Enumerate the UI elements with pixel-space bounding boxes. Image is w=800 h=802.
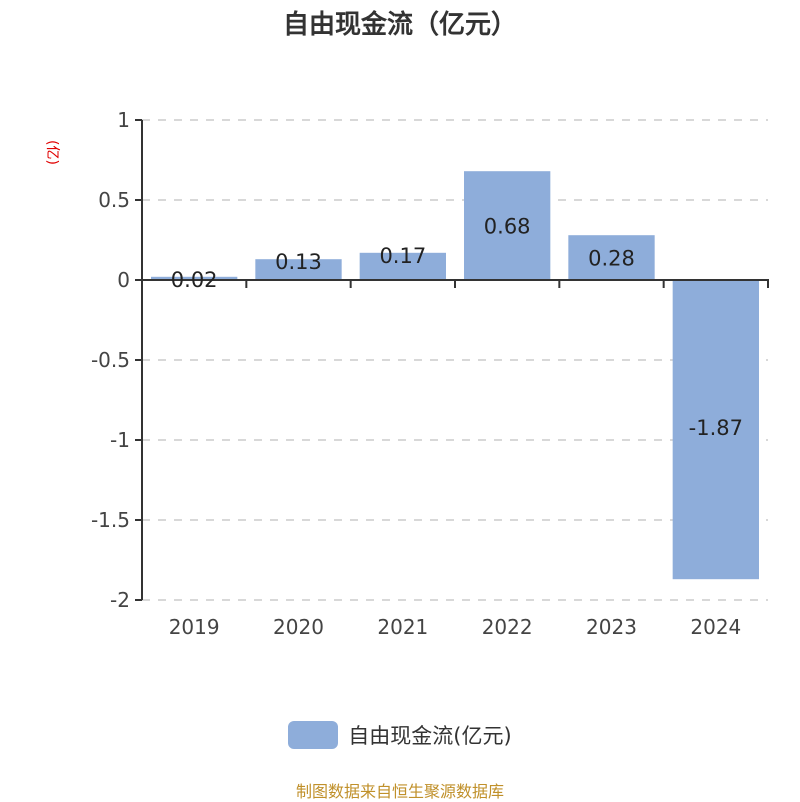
y-tick-label: 0.5 — [98, 188, 130, 212]
x-tick-label: 2020 — [273, 615, 324, 639]
legend[interactable]: 自由现金流(亿元) — [0, 720, 800, 750]
bar-2020 — [255, 259, 342, 280]
bar-2023 — [568, 235, 655, 280]
bar-2019 — [151, 276, 238, 280]
x-tick-label: 2022 — [482, 615, 533, 639]
x-tick-label: 2021 — [377, 615, 428, 639]
y-tick-label: -2 — [110, 588, 130, 612]
x-tick-label: 2023 — [586, 615, 637, 639]
chart-title: 自由现金流（亿元） — [282, 10, 517, 40]
x-tick-label: 2019 — [169, 615, 220, 639]
y-tick-label: -1 — [110, 428, 130, 452]
legend-swatch — [288, 721, 339, 749]
data-labels: 0.02 0.13 0.17 0.68 0.28 -1.87 — [171, 215, 743, 440]
y-tick-label: 1 — [117, 108, 130, 132]
y-tick-label: -1.5 — [91, 508, 130, 532]
bar-2024 — [672, 280, 759, 580]
y-tick-label: 0 — [117, 268, 130, 292]
data-label: 0.28 — [588, 247, 635, 271]
data-label: 0.17 — [379, 244, 426, 268]
bars — [151, 171, 759, 580]
bar-2021 — [359, 252, 446, 280]
data-label: 0.02 — [171, 268, 218, 292]
data-label: 0.13 — [275, 250, 322, 274]
y-tick-label: -0.5 — [91, 348, 130, 372]
legend-label: 自由现金流(亿元) — [348, 724, 512, 748]
bar-2022 — [464, 171, 551, 280]
data-source-note: 制图数据来自恒生聚源数据库 — [295, 782, 504, 801]
data-label: 0.68 — [484, 215, 531, 239]
data-label: -1.87 — [689, 416, 743, 440]
x-tick-label: 2024 — [690, 615, 741, 639]
axes: 1 0.5 0 -0.5 -1 -1.5 -2 2019 2020 2021 2022 2023 202… — [91, 108, 769, 639]
